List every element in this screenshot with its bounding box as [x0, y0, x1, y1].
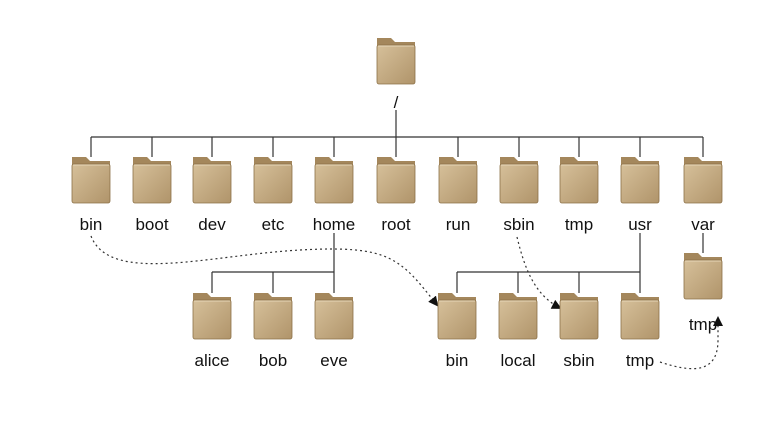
folder-icon-var-tmp — [683, 253, 723, 300]
folder-icon-var — [683, 157, 723, 204]
label-bob: bob — [259, 351, 287, 370]
folder-icon-eve — [314, 293, 354, 340]
folder-icon-root — [376, 38, 416, 85]
label-var: var — [691, 215, 715, 234]
folder-icon-root-dir — [376, 157, 416, 204]
label-usr-sbin: sbin — [563, 351, 594, 370]
folder-icon-dev — [192, 157, 232, 204]
symlink-bin-to-usr-bin — [90, 235, 439, 307]
folder-labels: / bin boot dev etc home root run sbin tm… — [80, 93, 718, 370]
label-bin: bin — [80, 215, 103, 234]
folder-icon-bin — [71, 157, 111, 204]
label-sbin: sbin — [503, 215, 534, 234]
label-eve: eve — [320, 351, 347, 370]
symlink-arrows — [90, 235, 723, 370]
label-root-dir: root — [381, 215, 411, 234]
label-usr: usr — [628, 215, 652, 234]
folder-icon-usr — [620, 157, 660, 204]
folder-icon-usr-bin — [437, 293, 477, 340]
label-etc: etc — [262, 215, 285, 234]
folder-icon-etc — [253, 157, 293, 204]
folder-icon-bob — [253, 293, 293, 340]
label-run: run — [446, 215, 471, 234]
symlink-sbin-to-usr-sbin — [516, 236, 562, 309]
folder-icon-sbin — [499, 157, 539, 204]
folder-icon-tmp — [559, 157, 599, 204]
label-var-tmp: tmp — [689, 315, 717, 334]
symlink-usr-tmp-to-var-tmp — [659, 316, 723, 370]
label-usr-local: local — [501, 351, 536, 370]
folder-icon-usr-sbin — [559, 293, 599, 340]
label-usr-tmp: tmp — [626, 351, 654, 370]
label-boot: boot — [135, 215, 168, 234]
label-tmp: tmp — [565, 215, 593, 234]
label-home: home — [313, 215, 356, 234]
folder-icon-run — [438, 157, 478, 204]
label-usr-bin: bin — [446, 351, 469, 370]
folder-nodes — [71, 38, 723, 340]
label-dev: dev — [198, 215, 226, 234]
tree-connectors — [90, 110, 704, 293]
folder-icon-usr-local — [498, 293, 538, 340]
folder-icon-usr-tmp — [620, 293, 660, 340]
label-alice: alice — [195, 351, 230, 370]
folder-icon-home — [314, 157, 354, 204]
folder-icon-alice — [192, 293, 232, 340]
folder-icon-boot — [132, 157, 172, 204]
label-root: / — [394, 93, 399, 112]
